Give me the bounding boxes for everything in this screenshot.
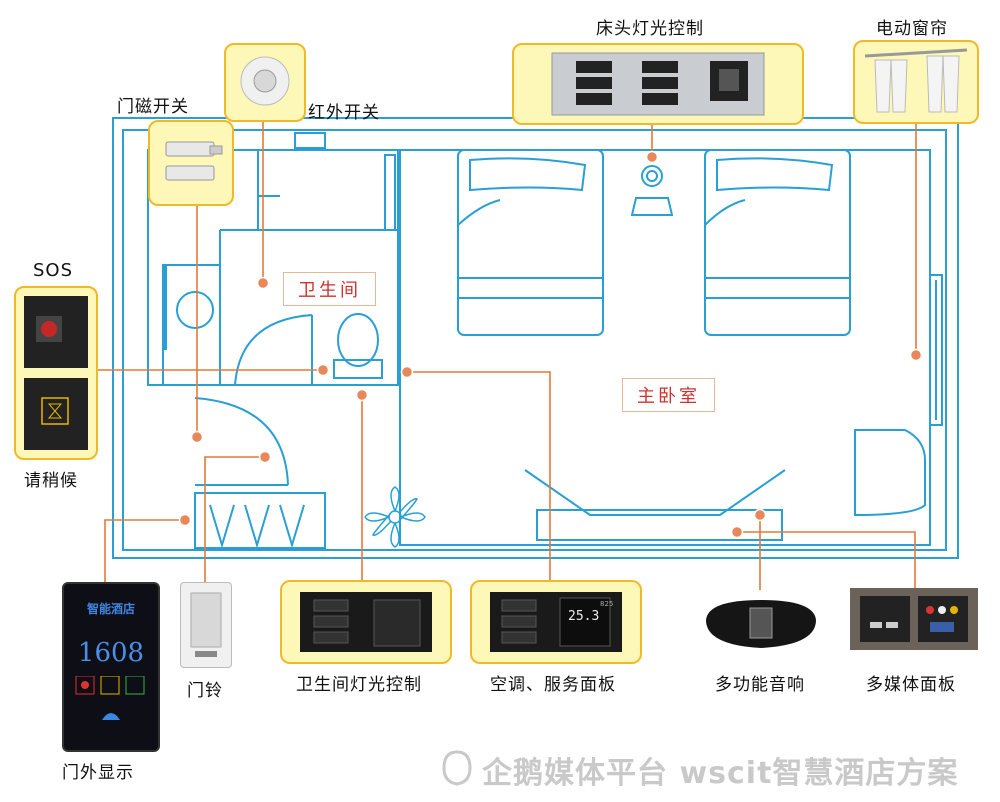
label-bathroom-light: 卫生间灯光控制 [296, 675, 422, 695]
bedside-light-card [512, 43, 804, 125]
bathroom-light-card [280, 580, 452, 664]
label-please-wait: 请稍候 [24, 471, 78, 491]
label-outside-display: 门外显示 [62, 763, 134, 783]
ac-service-card: 25.3 825 [470, 580, 642, 664]
label-ac-service: 空调、服务面板 [490, 675, 616, 695]
doorbell-icon [190, 592, 222, 657]
door-magnet-card [148, 120, 234, 206]
label-bedside-light: 床头灯光控制 [596, 19, 704, 39]
infrared-card [224, 43, 306, 122]
label-curtain: 电动窗帘 [876, 19, 948, 39]
thermostat-small: 825 [600, 600, 614, 608]
sos-panel-icon [24, 296, 88, 450]
door-magnet-icon [165, 141, 223, 181]
label-sos: SOS [33, 260, 74, 281]
room-label-bathroom: 卫生间 [283, 272, 376, 306]
display-brand: 智能酒店 [86, 602, 135, 616]
penguin-watermark-icon [442, 750, 472, 786]
bathroom-light-panel-icon [300, 592, 432, 652]
curtain-icon [864, 48, 968, 113]
watermark-text: 企鹅媒体平台 wscit智慧酒店方案 [482, 756, 959, 791]
outside-display-panel: 智能酒店 1608 [62, 582, 160, 752]
infrared-sensor-icon [240, 56, 290, 106]
label-infrared: 红外开关 [308, 103, 380, 123]
media-panel-icon [850, 588, 978, 650]
thermostat-temp: 25.3 [568, 609, 600, 624]
room-label-master-bedroom: 主卧室 [622, 378, 715, 412]
label-doorbell: 门铃 [187, 681, 223, 701]
display-status-icons [75, 676, 145, 720]
bedside-panel-icon [551, 52, 765, 116]
curtain-card [853, 40, 979, 124]
ac-panel-icon [490, 592, 622, 652]
label-speaker: 多功能音响 [715, 675, 805, 695]
label-media-panel: 多媒体面板 [866, 675, 956, 695]
doorbell-device [180, 582, 232, 668]
speaker-icon [706, 600, 816, 648]
label-door-magnet: 门磁开关 [117, 97, 189, 117]
sos-card [14, 286, 98, 460]
display-room-number: 1608 [77, 638, 145, 668]
